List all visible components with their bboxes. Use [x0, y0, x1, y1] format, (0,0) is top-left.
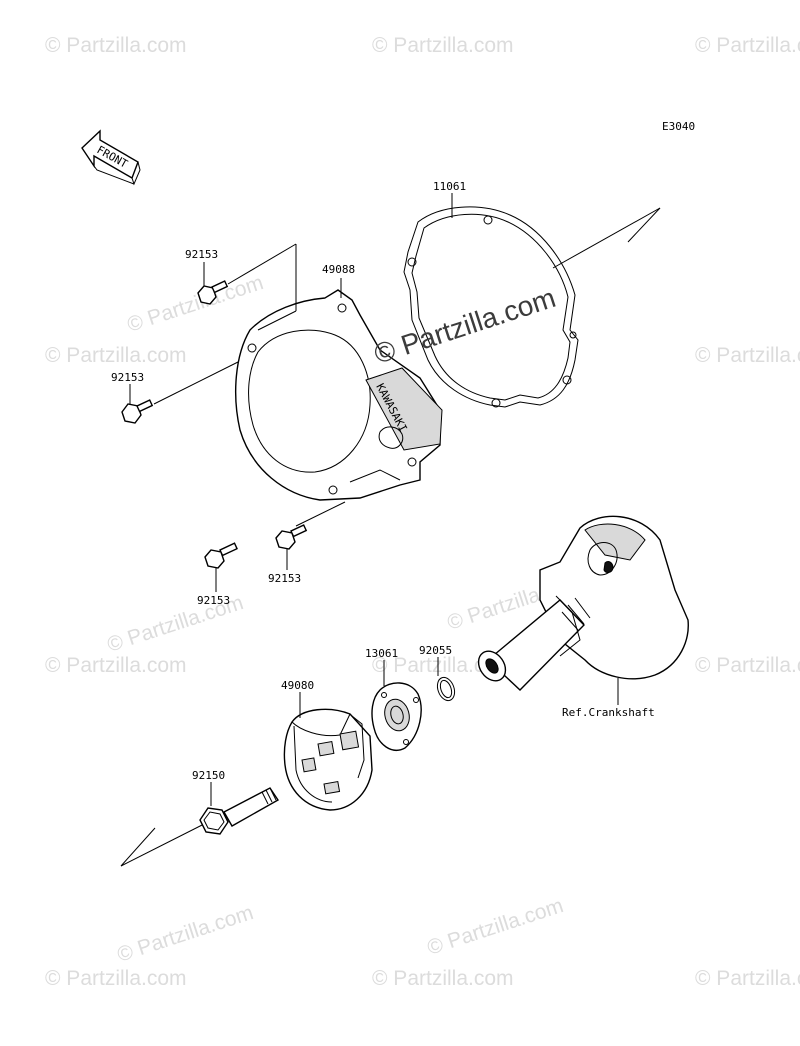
pulley-callout: 49080 — [281, 679, 314, 692]
watermark: © Partzilla.com — [372, 34, 514, 57]
watermark: © Partzilla.com — [45, 654, 187, 677]
bolt-left — [121, 361, 239, 424]
watermark: © Partzilla.com — [372, 967, 514, 990]
bolt-lower-left-callout: 92153 — [197, 594, 230, 607]
recoil-cover: KAWASAKI — [234, 289, 443, 501]
alignment-line — [120, 819, 213, 867]
front-arrow-icon: FRONT — [81, 129, 141, 186]
watermark-layer: © Partzilla.com © Partzilla.com © Partzi… — [45, 34, 800, 990]
collar-callout: 13061 — [365, 647, 398, 660]
watermark: © Partzilla.com — [695, 654, 800, 677]
alignment-line — [552, 207, 661, 269]
gasket-callout: 11061 — [433, 180, 466, 193]
cover-callout: 49088 — [322, 263, 355, 276]
crankshaft — [477, 515, 689, 691]
bolt-lower-right — [275, 501, 346, 550]
starter-pulley — [283, 708, 373, 811]
center-bolt — [199, 787, 280, 835]
watermark: © Partzilla.com — [424, 894, 566, 960]
bolt-top-callout: 92153 — [185, 248, 218, 261]
watermark: © Partzilla.com — [114, 901, 256, 967]
watermark: © Partzilla.com — [45, 967, 187, 990]
center-bolt-callout: 92150 — [192, 769, 225, 782]
alignment-arrow — [627, 207, 661, 243]
bolt-left-callout: 92153 — [111, 371, 144, 384]
crankshaft-ref-callout: Ref.Crankshaft — [562, 706, 655, 719]
o-ring-callout: 92055 — [419, 644, 452, 657]
watermark: © Partzilla.com — [695, 34, 800, 57]
collar — [371, 682, 422, 751]
watermark: © Partzilla.com — [124, 271, 266, 337]
bolt-lower-right-callout: 92153 — [268, 572, 301, 585]
watermark: © Partzilla.com — [45, 34, 187, 57]
o-ring — [436, 676, 456, 702]
cover-leader — [257, 310, 297, 331]
center-watermark: © Partzilla.com — [370, 282, 559, 370]
bolt-lower-left — [204, 542, 238, 569]
gasket — [403, 206, 579, 408]
watermark: © Partzilla.com — [695, 967, 800, 990]
watermark: © Partzilla.com — [695, 344, 800, 367]
alignment-arrow — [120, 827, 156, 867]
watermark: © Partzilla.com — [45, 344, 187, 367]
diagram-code: E3040 — [662, 120, 695, 133]
